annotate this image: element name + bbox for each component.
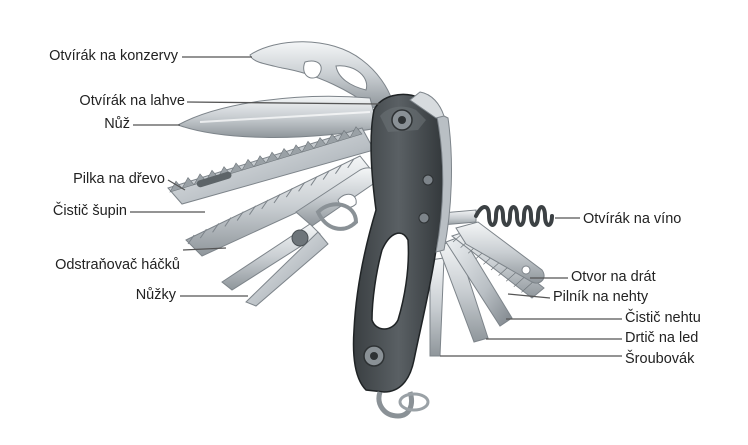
label-ice-crusher: Drtič na led bbox=[625, 330, 699, 346]
label-corkscrew: Otvírák na víno bbox=[583, 211, 682, 227]
label-fish-scaler: Čistič šupin bbox=[52, 203, 127, 219]
label-wire-hole: Otvor na drát bbox=[571, 269, 656, 285]
keyring bbox=[376, 391, 430, 419]
handle bbox=[352, 91, 452, 393]
label-bottle-opener: Otvírák na lahve bbox=[79, 93, 185, 109]
leader-nail-file bbox=[507, 293, 551, 299]
label-nail-file: Pilník na nehty bbox=[553, 289, 649, 305]
wood-saw-tool bbox=[167, 126, 375, 205]
leader-lines bbox=[130, 56, 622, 357]
label-nail-cleaner: Čistič nehtu bbox=[625, 310, 701, 326]
wire-hole-tool bbox=[455, 221, 545, 284]
label-knife: Nůž bbox=[104, 116, 130, 132]
leader-hook-remover bbox=[182, 247, 227, 251]
label-wood-saw: Pilka na dřevo bbox=[73, 171, 165, 187]
can-opener-tool bbox=[249, 41, 393, 109]
label-hook-remover: Odstraňovač háčků bbox=[55, 257, 180, 273]
scissors-tool bbox=[221, 202, 359, 307]
leader-wood-saw bbox=[167, 179, 186, 191]
label-can-opener: Otvírák na konzervy bbox=[49, 48, 178, 64]
label-screwdriver: Šroubovák bbox=[625, 351, 695, 367]
label-scissors: Nůžky bbox=[135, 287, 176, 303]
leader-bottle-opener bbox=[186, 101, 381, 105]
